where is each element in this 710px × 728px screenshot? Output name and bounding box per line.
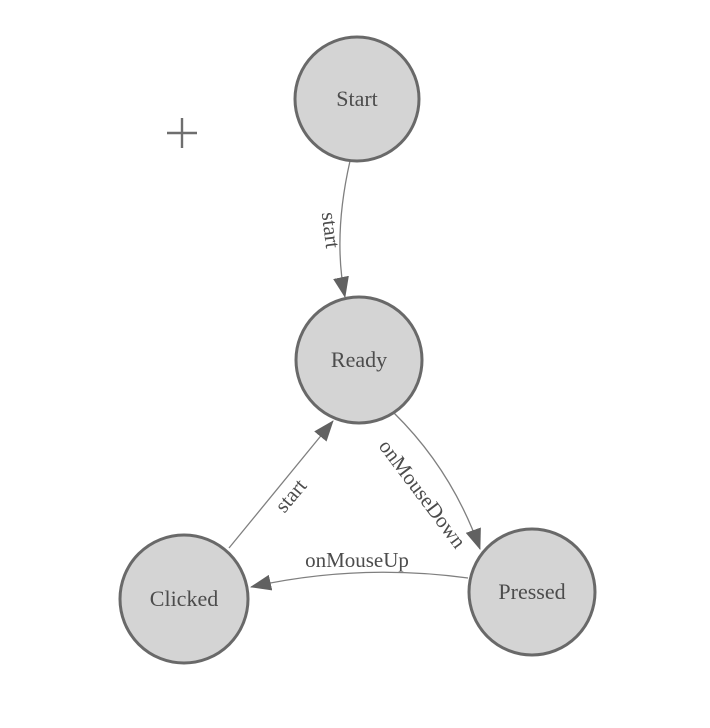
node-start-circle[interactable] bbox=[293, 35, 421, 163]
edge-ready-to-pressed: onMouseDown bbox=[374, 412, 481, 553]
crosshair-icon bbox=[167, 118, 197, 148]
edge-clicked-to-ready: start bbox=[228, 420, 334, 549]
node-clicked-circle[interactable] bbox=[118, 533, 250, 665]
edge-start-to-ready: start bbox=[317, 160, 351, 298]
node-start[interactable]: Start bbox=[293, 35, 421, 163]
edge-start-to-ready-path[interactable] bbox=[333, 160, 351, 298]
edge-label-start-2: start bbox=[270, 474, 312, 517]
node-ready[interactable]: Ready bbox=[294, 295, 424, 425]
node-clicked[interactable]: Clicked bbox=[118, 533, 250, 665]
node-ready-circle[interactable] bbox=[294, 295, 424, 425]
node-pressed[interactable]: Pressed bbox=[467, 527, 597, 657]
node-pressed-circle[interactable] bbox=[467, 527, 597, 657]
edge-label-onmouseup: onMouseUp bbox=[305, 548, 409, 572]
edge-label-onmousedown: onMouseDown bbox=[374, 435, 471, 553]
edge-ready-to-pressed-path[interactable] bbox=[393, 412, 481, 550]
edge-clicked-to-ready-path[interactable] bbox=[228, 420, 334, 549]
edge-pressed-to-clicked: onMouseUp bbox=[250, 548, 469, 591]
edge-pressed-to-clicked-path[interactable] bbox=[250, 571, 469, 591]
